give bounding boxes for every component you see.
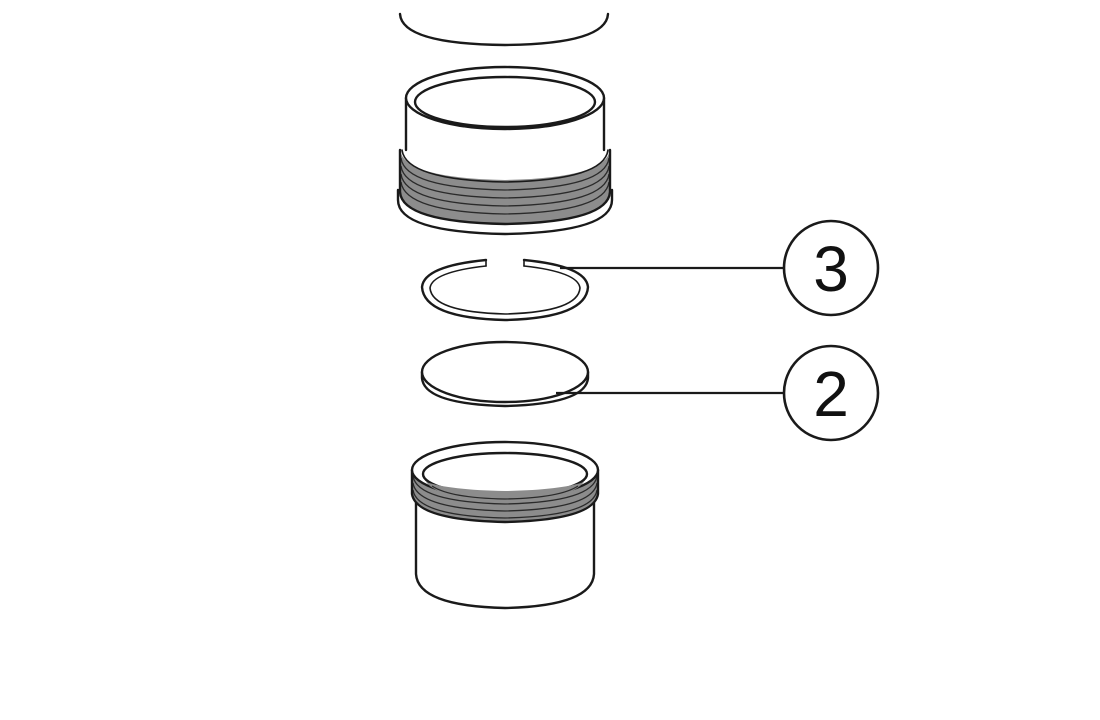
callout-circle-3 bbox=[782, 219, 880, 317]
lower-threaded-cup bbox=[410, 440, 600, 610]
callout-circle-2 bbox=[782, 344, 880, 442]
callout-label-2: 2 bbox=[813, 358, 849, 430]
callout-label-3: 3 bbox=[813, 233, 849, 305]
callout-2[interactable]: 2 bbox=[782, 344, 880, 442]
callout-3[interactable]: 3 bbox=[782, 219, 880, 317]
upper-threaded-cylinder bbox=[396, 65, 614, 236]
snap-ring-part bbox=[420, 258, 590, 322]
disc-part bbox=[420, 340, 590, 408]
top-cap-part bbox=[398, 12, 610, 47]
